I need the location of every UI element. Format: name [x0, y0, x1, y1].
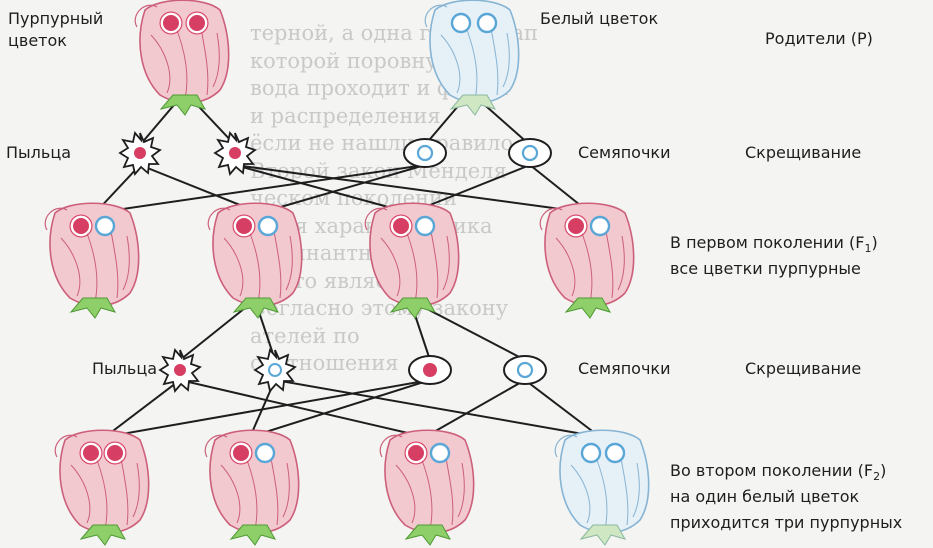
f2-tail: ): [880, 461, 887, 480]
label-white-flower: Белый цветок: [540, 9, 659, 28]
pollen-gamete: [119, 132, 161, 175]
label-crossing-1: Скрещивание: [745, 143, 862, 162]
label-purple-flower: Пурпурный цветок: [8, 9, 104, 50]
f2-flower: [54, 429, 150, 546]
f1-flower: [539, 202, 635, 319]
label-f1-line2: все цветки пурпурные: [670, 259, 861, 278]
f1-flower: [364, 202, 460, 319]
f2-flower: [554, 429, 650, 546]
parent-purple-flower: [134, 0, 230, 116]
label-f2-line3: приходится три пурпурных: [670, 513, 903, 532]
pollen-gamete: [214, 132, 256, 175]
label-parents: Родители (P): [765, 29, 873, 48]
ovule-gamete: [408, 355, 452, 385]
label-f2-line2: на один белый цветок: [670, 487, 860, 506]
pollen-gamete: [254, 349, 296, 392]
label-f1-line1: В первом поколении (F1): [670, 232, 878, 260]
label-ovules-1: Семяпочки: [578, 143, 671, 162]
f1-subscript: 1: [864, 242, 872, 256]
f2-flower: [379, 429, 475, 546]
label-pollen-2: Пыльца: [92, 359, 158, 378]
ovule-gamete: [503, 355, 547, 385]
label-f2-line1: Во втором поколении (F2): [670, 460, 886, 488]
label-ovules-2: Семяпочки: [578, 359, 671, 378]
f1-tail: ): [871, 233, 878, 252]
label-crossing-2: Скрещивание: [745, 359, 862, 378]
f1-flower: [44, 202, 140, 319]
pollen-gamete: [159, 349, 201, 392]
ovule-gamete: [403, 138, 447, 168]
parent-white-flower: [424, 0, 520, 116]
label-pollen-1: Пыльца: [6, 143, 72, 162]
ovule-gamete: [508, 138, 552, 168]
f2-flower: [204, 429, 300, 546]
f2-text: Во втором поколении (F: [670, 461, 874, 480]
f2-subscript: 2: [873, 470, 881, 484]
f1-text: В первом поколении (F: [670, 233, 865, 252]
f1-flower: [207, 202, 303, 319]
